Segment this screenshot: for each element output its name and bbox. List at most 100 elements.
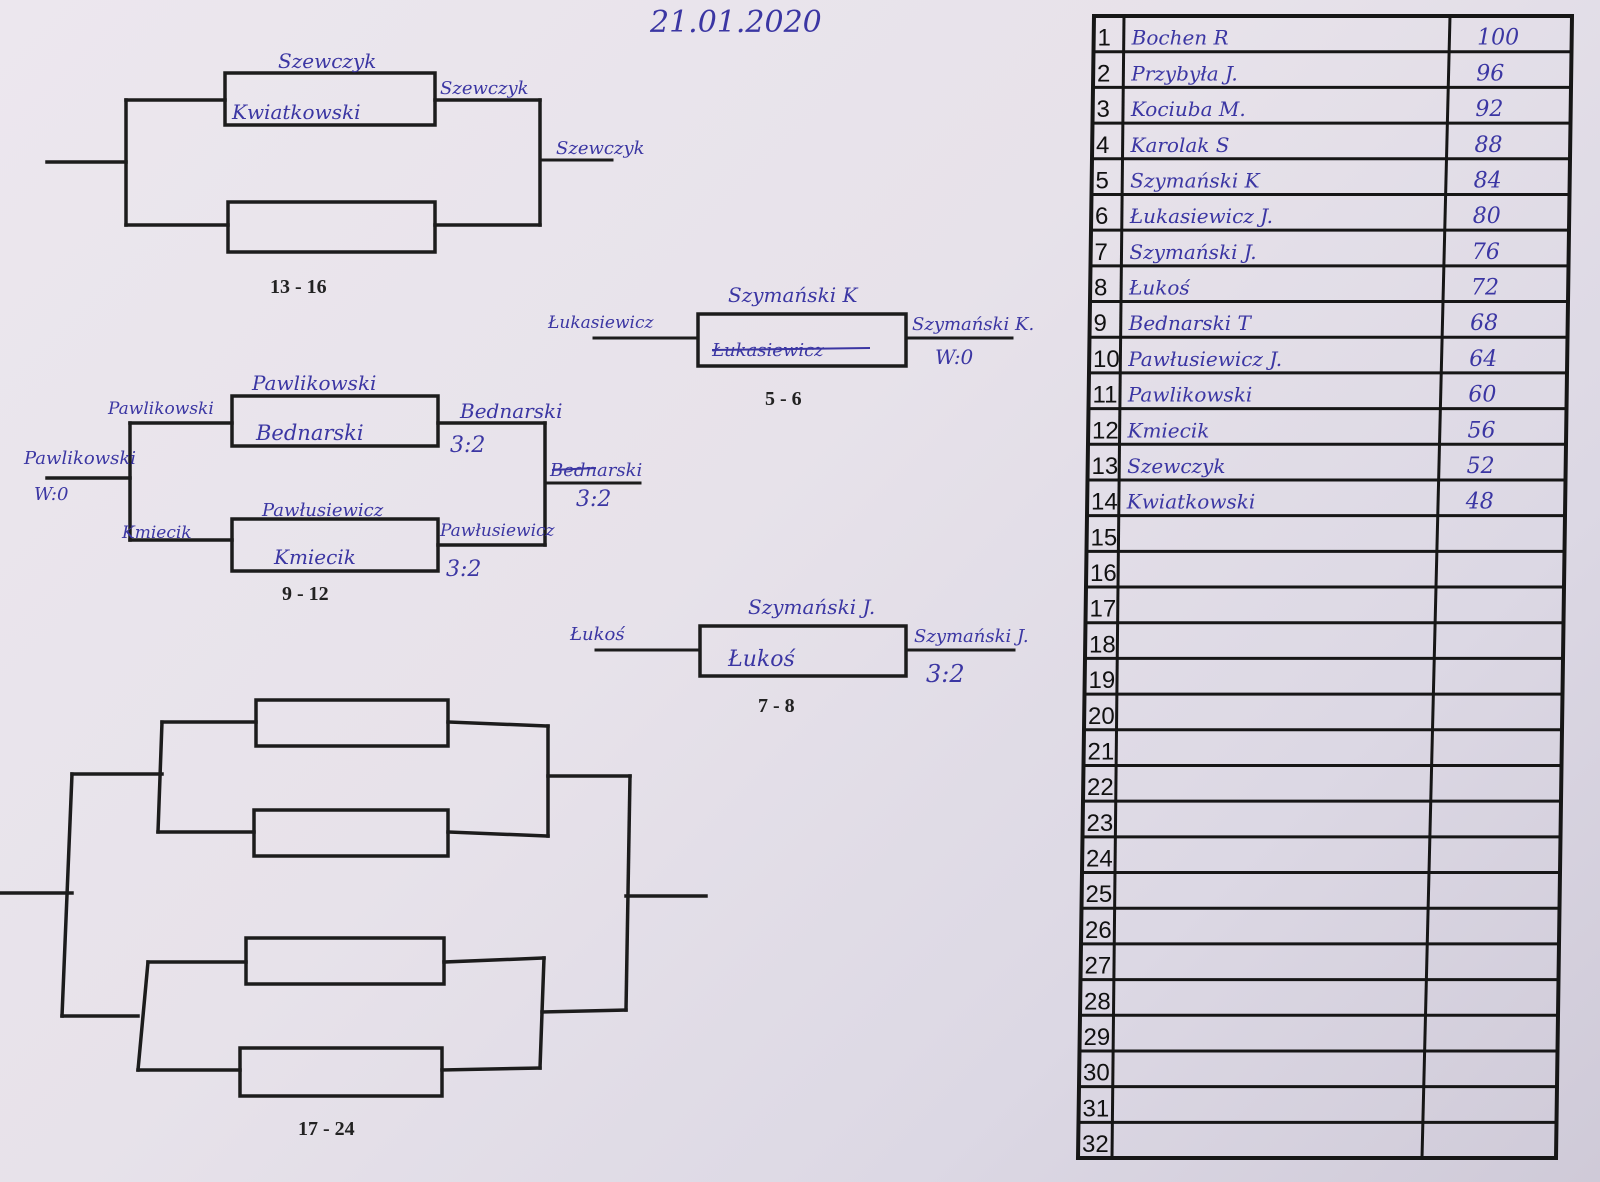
bracket-9-12: Pawlikowski Pawlikowski Bednarski Bednar… <box>23 371 642 605</box>
ranking-place: 8 <box>1094 275 1107 302</box>
match-box-17-24-2 <box>252 808 450 858</box>
ranking-row: 31 <box>1079 1085 1557 1122</box>
match-box-13-16-bottom <box>226 200 437 254</box>
score-9-12-final: 3:2 <box>576 487 611 512</box>
ranking-row: 8 Łukoś 72 <box>1090 264 1569 302</box>
score-5-6: W:0 <box>935 345 974 369</box>
ranking-place: 16 <box>1090 560 1117 587</box>
ranking-place: 13 <box>1092 453 1119 480</box>
ranking-row: 28 <box>1080 978 1559 1015</box>
ranking-points: 72 <box>1471 276 1499 301</box>
name-7-8-left: Łukoś <box>569 624 625 645</box>
note-9-12-top-left: Pawlikowski <box>107 399 214 419</box>
score-9-12-top: 3:2 <box>450 433 485 458</box>
ranking-points: 56 <box>1468 418 1496 443</box>
name-9-12-bottom-winner: Pawłusiewicz <box>439 521 556 541</box>
name-5-6-upper: Szymański K <box>728 283 858 307</box>
ranking-place: 6 <box>1095 203 1108 230</box>
ranking-place: 19 <box>1089 667 1116 694</box>
ranking-place: 4 <box>1096 132 1109 159</box>
match-box-5-6 <box>696 312 908 368</box>
ranking-row: 17 <box>1086 585 1564 623</box>
name-7-8-upper: Szymański J. <box>748 595 875 619</box>
ranking-place: 22 <box>1087 774 1114 801</box>
ranking-place: 9 <box>1094 310 1107 337</box>
ranking-row: 20 <box>1084 692 1563 730</box>
ranking-place: 32 <box>1082 1131 1109 1158</box>
ranking-frame <box>1075 14 1575 1160</box>
label-9-12: 9 - 12 <box>282 583 329 605</box>
label-13-16: 13 - 16 <box>270 276 327 298</box>
name-9-12-top-upper: Pawlikowski <box>251 371 376 395</box>
ranking-row: 16 <box>1086 549 1565 587</box>
bracket-17-24: 17 - 24 <box>0 698 708 1140</box>
ranking-row: 19 <box>1085 656 1563 694</box>
ranking-name: Karolak S <box>1130 133 1230 157</box>
bracket-13-16: Szewczyk Kwiatkowski Szewczyk Szewczyk 1… <box>45 49 645 298</box>
ranking-place: 31 <box>1083 1095 1110 1122</box>
ranking-row: 30 <box>1079 1049 1558 1087</box>
ranking-points: 52 <box>1467 454 1495 479</box>
ranking-row: 29 <box>1080 1013 1558 1051</box>
score-9-12-left: W:0 <box>34 484 68 505</box>
name-13-16-top-upper: Szewczyk <box>278 49 376 73</box>
ranking-points: 92 <box>1475 97 1503 122</box>
name-9-12-top-winner: Bednarski <box>459 399 562 423</box>
ranking-name: Łukoś <box>1128 276 1190 300</box>
label-7-8: 7 - 8 <box>758 695 795 717</box>
ranking-points: 100 <box>1477 26 1519 51</box>
name-9-12-bottom-upper: Pawłusiewicz <box>261 500 384 521</box>
ranking-row: 22 <box>1083 763 1562 801</box>
ranking-points: 96 <box>1476 61 1504 86</box>
ranking-place: 25 <box>1086 881 1113 908</box>
label-17-24: 17 - 24 <box>298 1118 355 1140</box>
ranking-row: 4 Karolak S 88 <box>1092 121 1571 159</box>
note-9-12-left: Pawlikowski <box>23 448 136 469</box>
name-7-8-lower: Łukoś <box>727 647 796 672</box>
ranking-row: 32 <box>1078 1120 1557 1158</box>
date-text: 21.01.2020 <box>649 5 822 40</box>
ranking-place: 5 <box>1096 167 1109 194</box>
match-box-17-24-1 <box>254 698 450 748</box>
ranking-place: 18 <box>1089 631 1116 658</box>
match-box-17-24-3 <box>244 936 446 986</box>
ranking-row: 15 <box>1087 514 1565 551</box>
ranking-points: 48 <box>1465 490 1494 515</box>
ranking-row: 21 <box>1084 728 1562 765</box>
ranking-place: 14 <box>1091 489 1118 516</box>
name-13-16-top-lower: Kwiatkowski <box>231 100 360 124</box>
name-13-16-final-winner: Szewczyk <box>556 138 645 159</box>
ranking-row: 23 <box>1083 799 1561 837</box>
name-9-12-bottom-lower: Kmiecik <box>273 545 356 569</box>
ranking-place: 10 <box>1093 346 1120 373</box>
ranking-name: Łukasiewicz J. <box>1129 204 1273 228</box>
ranking-points: 80 <box>1473 204 1501 229</box>
ranking-points: 64 <box>1469 347 1497 372</box>
ranking-place: 17 <box>1090 596 1117 623</box>
bracket-5-6: Łukasiewicz Szymański K Łukasiewicz Szym… <box>547 283 1034 410</box>
name-5-6-winner: Szymański K. <box>912 314 1034 335</box>
ranking-place: 23 <box>1087 810 1114 837</box>
name-13-16-top-winner: Szewczyk <box>440 78 529 99</box>
ranking-name: Pawlikowski <box>1127 383 1252 407</box>
ranking-row: 25 <box>1082 871 1560 908</box>
score-9-12-bottom: 3:2 <box>446 557 481 582</box>
label-5-6: 5 - 6 <box>765 388 802 410</box>
ranking-place: 24 <box>1086 846 1113 873</box>
ranking-name: Bochen R <box>1131 26 1229 50</box>
ranking-row: 27 <box>1081 942 1559 980</box>
ranking-place: 27 <box>1085 953 1112 980</box>
ranking-points: 88 <box>1475 133 1503 158</box>
note-9-12-bottom-left: Kmiecik <box>121 523 192 543</box>
ranking-points: 60 <box>1468 383 1496 408</box>
ranking-name: Kmiecik <box>1127 418 1210 442</box>
ranking-place: 11 <box>1093 382 1118 409</box>
